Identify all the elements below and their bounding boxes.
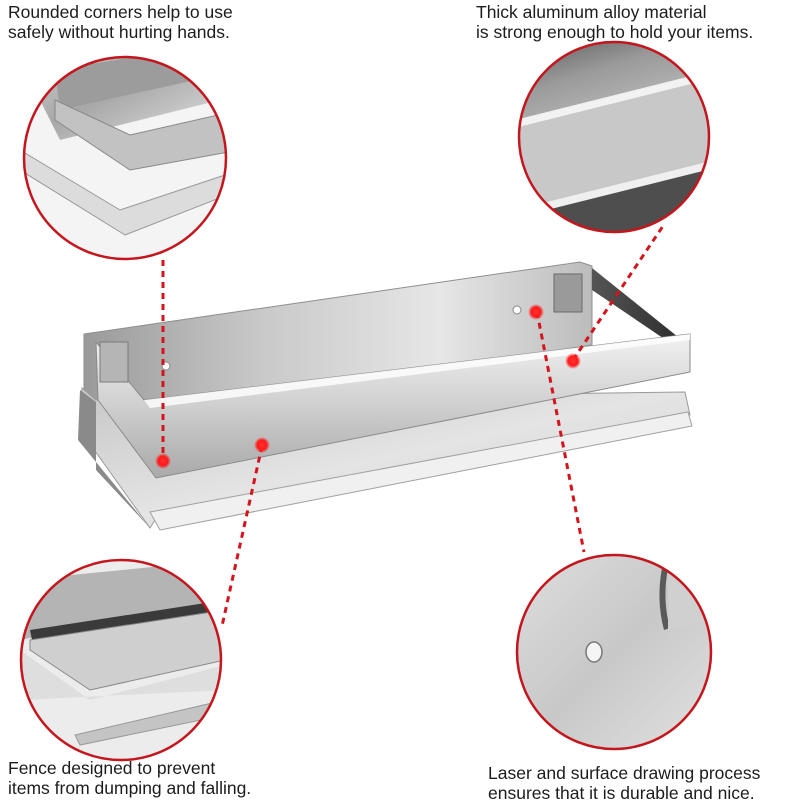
- caption-line: Rounded corners help to use: [8, 2, 233, 22]
- caption-line: safely without hurting hands.: [8, 22, 230, 42]
- callout-rounded-corners: [22, 55, 228, 261]
- caption-line: Fence designed to prevent: [8, 758, 216, 778]
- leader-line-laser-surface: [535, 311, 586, 553]
- callout-thick-aluminum: [517, 40, 711, 234]
- leader-line-fence: [220, 445, 264, 627]
- caption-laser-surface: Laser and surface drawing process ensure…: [488, 763, 760, 803]
- shelf: [78, 261, 693, 531]
- caption-rounded-corners: Rounded corners help to use safely witho…: [8, 2, 233, 42]
- caption-fence: Fence designed to prevent items from dum…: [8, 758, 251, 798]
- marker-dot-laser-surface: [528, 304, 544, 320]
- marker-dot-rounded-corners: [155, 453, 171, 469]
- callout-laser-surface: [515, 553, 713, 751]
- callout-ring: [22, 55, 228, 261]
- leader-lines: [161, 225, 665, 627]
- callout-ring: [517, 40, 711, 234]
- marker-dots: [155, 304, 581, 469]
- marker-dot-fence: [254, 437, 270, 453]
- caption-line: is strong enough to hold your items.: [476, 22, 754, 42]
- caption-line: items from dumping and falling.: [8, 778, 252, 798]
- leader-line-thick-aluminum: [571, 225, 665, 361]
- caption-line: Laser and surface drawing process: [488, 763, 761, 783]
- caption-thick-aluminum: Thick aluminum alloy material is strong …: [476, 2, 753, 42]
- callout-fence: [19, 558, 223, 762]
- caption-line: ensures that it is durable and nice.: [488, 783, 755, 803]
- callout-ring: [19, 558, 223, 762]
- callout-ring: [515, 553, 713, 751]
- caption-line: Thick aluminum alloy material: [476, 2, 707, 22]
- marker-dot-thick-aluminum: [565, 353, 581, 369]
